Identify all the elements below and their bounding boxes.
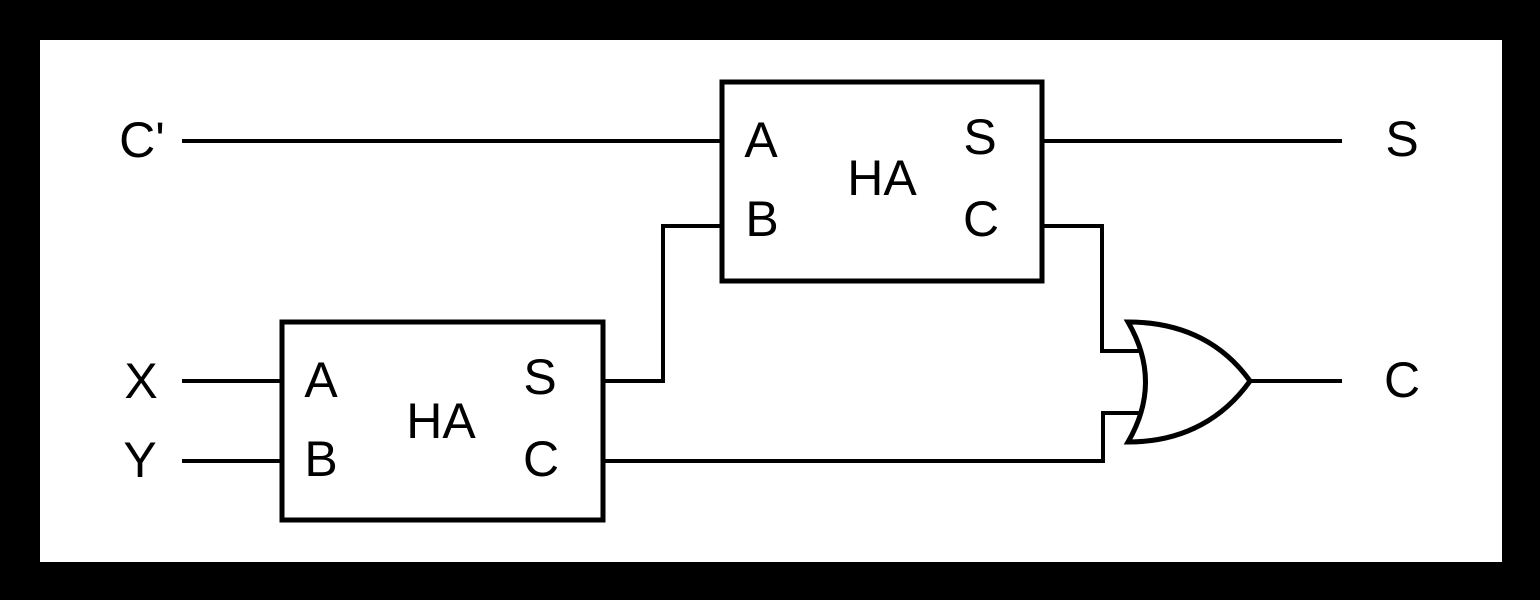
or-gate: [1123, 319, 1254, 445]
input-x-label: X: [124, 353, 157, 409]
ha-bottom-port-s-label: S: [523, 349, 556, 405]
ha-top-port-c-label: C: [963, 191, 999, 247]
ha-bottom-port-a-label: A: [304, 352, 338, 408]
carry-output-label: C: [1384, 352, 1420, 408]
half-adder-top-box: [719, 79, 1045, 284]
ha-top-title: HA: [847, 150, 917, 206]
wire-ha-bottom-carry-to-or: [603, 411, 1141, 463]
ha-bottom-title: HA: [406, 393, 476, 449]
sum-output-label: S: [1385, 111, 1418, 167]
half-adder-top: A B S C HA: [719, 79, 1045, 284]
input-y-label: Y: [123, 432, 156, 488]
ha-top-port-s-label: S: [963, 109, 996, 165]
half-adder-bottom: A B S C HA: [279, 319, 606, 523]
wire-ha-bottom-sum-to-ha-top-b: [603, 224, 722, 383]
half-adder-bottom-box: [279, 319, 606, 523]
ha-top-port-a-label: A: [744, 112, 778, 168]
carry-in-label: C': [119, 112, 165, 168]
ha-bottom-port-c-label: C: [523, 431, 559, 487]
ha-top-port-b-label: B: [745, 191, 778, 247]
ha-bottom-port-b-label: B: [304, 431, 337, 487]
wire-ha-top-carry-to-or: [1042, 224, 1141, 353]
